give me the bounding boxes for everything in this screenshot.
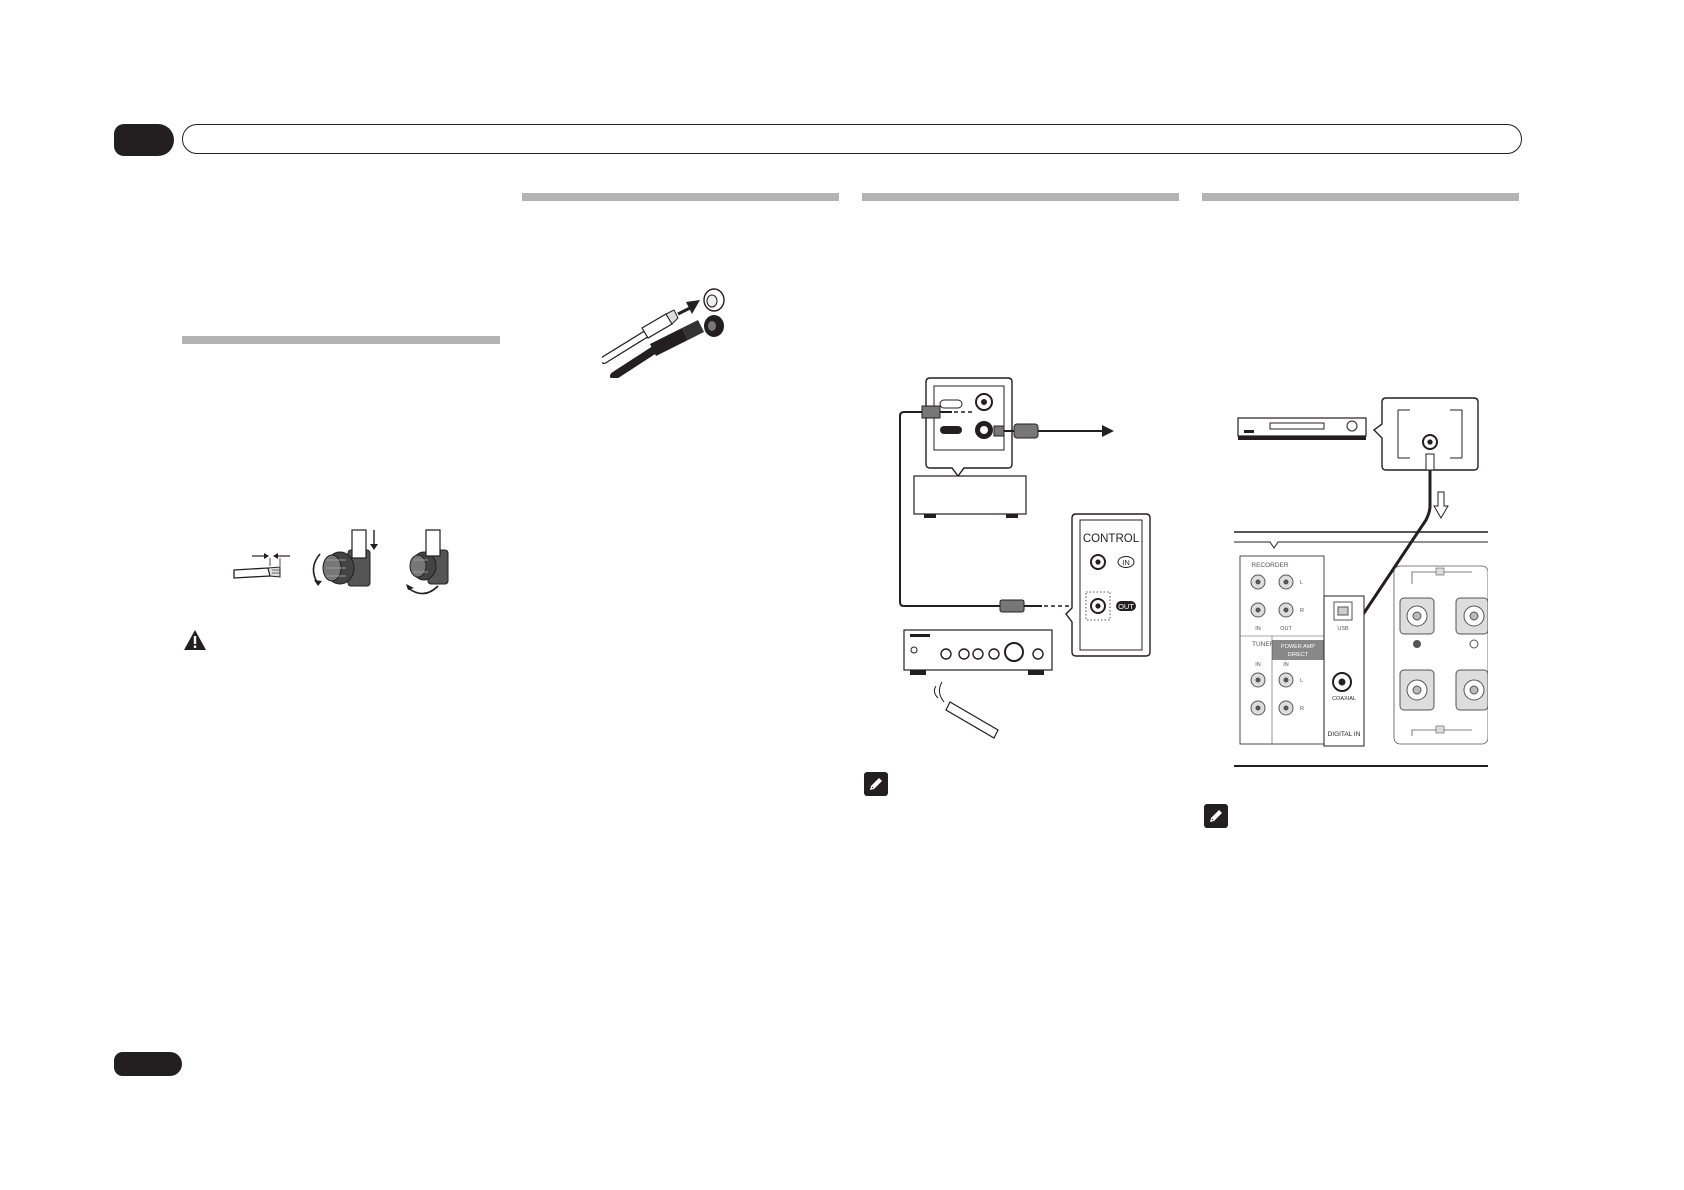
warning-triangle-icon — [184, 630, 206, 650]
section-rule-digital — [1202, 193, 1519, 201]
control-out-label: OUT — [1118, 602, 1134, 611]
chapter-title-bar — [182, 124, 1522, 154]
direct-label: DIRECT — [1288, 652, 1309, 658]
digital-in-label: DIGITAL IN — [1328, 731, 1361, 738]
recorder-in-label: IN — [1255, 626, 1261, 632]
recorder-out-label: OUT — [1280, 626, 1292, 632]
amplifier-rear-panel: RECORDER L R IN OUT TUNER POWER AMP DIRE… — [1234, 531, 1488, 767]
tuner-label: TUNER — [1252, 641, 1275, 648]
control-label: CONTROL — [1083, 533, 1140, 545]
recorder-label: RECORDER — [1251, 562, 1289, 569]
coaxial-label: COAXIAL — [1332, 696, 1356, 702]
section-rule-analog — [522, 193, 839, 201]
chapter-number-tab — [114, 124, 174, 156]
recorder-r-label: R — [1300, 608, 1304, 614]
usb-label: USB — [1337, 626, 1349, 632]
power-amp-l-label: L — [1300, 678, 1303, 684]
digital-source-player — [1237, 417, 1367, 440]
remote-control — [933, 681, 999, 739]
terminal-tighten — [406, 529, 449, 595]
source-device — [913, 475, 1027, 515]
control-connection-diagram: CONTROL IN OUT — [899, 377, 1151, 739]
digital-coaxial-diagram: RECORDER L R IN OUT TUNER POWER AMP DIRE… — [1234, 397, 1488, 767]
control-panel-callout: CONTROL IN OUT — [1065, 513, 1151, 657]
section-rule-speaker-wiring — [182, 336, 500, 344]
terminal-loosen — [312, 529, 378, 587]
page-number-tab — [114, 1052, 182, 1076]
section-rule-control — [862, 193, 1179, 201]
control-in-label: IN — [1122, 558, 1130, 567]
power-amp-label: POWER AMP — [1281, 644, 1315, 650]
note-pencil-icon — [1204, 804, 1228, 828]
amplifier-front — [903, 629, 1053, 675]
power-amp-in-label: IN — [1283, 662, 1289, 668]
stripped-wire — [233, 553, 290, 579]
recorder-l-label: L — [1300, 580, 1303, 586]
note-pencil-icon — [864, 772, 888, 796]
power-amp-r-label: R — [1300, 706, 1304, 712]
rca-cable-illustration — [602, 288, 725, 378]
speaker-wire-illustration — [233, 529, 449, 595]
coaxial-out-callout — [1372, 397, 1479, 471]
tuner-in-label: IN — [1255, 662, 1261, 668]
source-device-callout — [925, 377, 1013, 478]
